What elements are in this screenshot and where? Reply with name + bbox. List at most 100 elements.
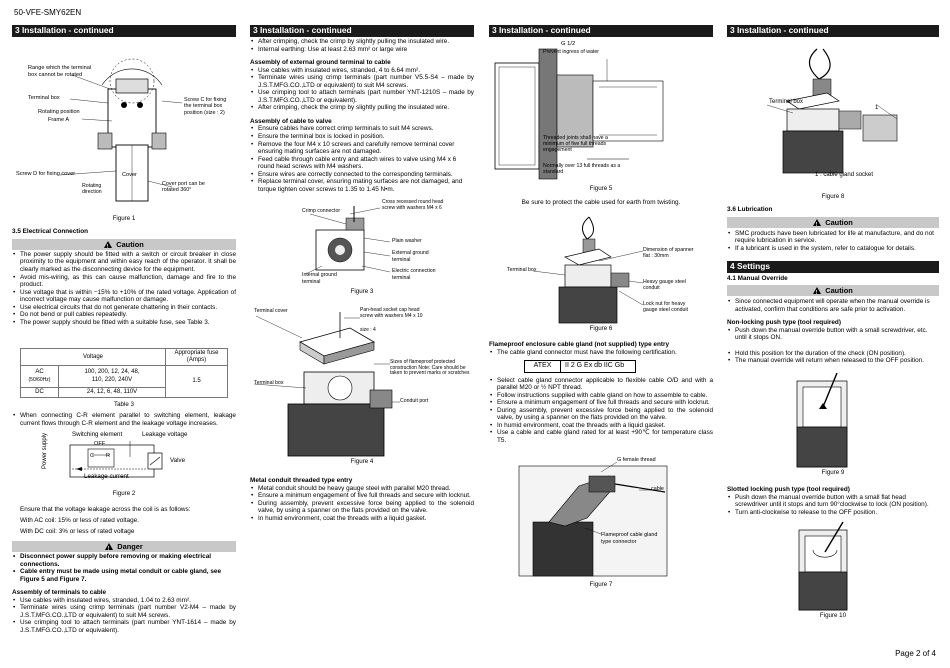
list-item: Do not bend or pull cables repeatedly. xyxy=(12,311,236,319)
figure-5: G 1/2 Prevent ingress of water Threaded … xyxy=(489,41,713,183)
list-item: Use voltage that is within −15% to +10% … xyxy=(12,289,236,304)
list-item: During assembly, prevent excessive force… xyxy=(250,500,474,515)
fig2-label-leakage-current: Leakage current xyxy=(84,473,129,481)
cable-gland-heading: Flameproof enclosure cable gland (not su… xyxy=(489,341,670,349)
fig7-label-cable: cable xyxy=(651,486,664,493)
electrical-connection-heading: 3.5 Electrical Connection xyxy=(12,228,89,236)
figure-2-caption: Figure 2 xyxy=(112,490,136,498)
fig2-label-c: C xyxy=(90,453,95,460)
fig2-label-power: Power supply xyxy=(42,433,48,470)
fig6-label-spanner: Dimension of spanner flat : 30mm xyxy=(643,246,694,259)
table-cell-dc: DC xyxy=(20,386,59,398)
list-item: Use cables with insulated wires, strande… xyxy=(250,67,474,75)
list-item: Use crimping tool to attach terminals (p… xyxy=(12,619,236,634)
fig4-label-conduit-port: Conduit port xyxy=(400,397,429,404)
fig2-label-leakage-voltage: Leakage voltage xyxy=(142,431,188,439)
settings-title: 4 Settings xyxy=(727,260,939,273)
protect-text: Be sure to protect the cable used for ea… xyxy=(521,199,681,207)
fig2-label-off: OFF xyxy=(94,441,106,448)
caution-banner: Caution xyxy=(727,285,939,299)
warning-icon xyxy=(813,218,822,231)
column-3: 3 Installation - continued G 1/2 Prevent… xyxy=(489,25,713,589)
metal-conduit-list: Metal conduit should be heavy gauge stee… xyxy=(250,485,474,523)
fig3-label-elec-conn: Electric connection terminal xyxy=(392,268,436,281)
cable-gland-list: Select cable gland connector applicable … xyxy=(489,377,713,445)
figure-8-caption: Figure 8 xyxy=(821,193,845,200)
fig1-label-cover-port: Cover port can be rotated 360° xyxy=(162,181,205,194)
cable-valve-heading: Assembly of cable to valve xyxy=(250,117,332,125)
cable-gland-socket-drawing xyxy=(766,48,898,174)
fig3-label-int-ground: Internal ground terminal xyxy=(302,272,337,285)
list-item: During assembly, prevent excessive force… xyxy=(489,407,713,422)
list-item: Use a cable and cable gland rated for at… xyxy=(489,429,713,444)
fig3-label-cross: Cross recessed round head screw with was… xyxy=(382,199,444,212)
list-item: Use electrical circuits that do not gene… xyxy=(12,304,236,312)
assembly-terminals-heading: Assembly of terminals to cable xyxy=(12,589,107,597)
fig6-label-heavy: Heavy gauge steel conduit xyxy=(643,278,686,291)
fig3-label-ext-ground: External ground terminal xyxy=(392,250,429,263)
figure-4: Terminal cover Pan-head socket cap head … xyxy=(250,306,474,458)
list-item: Metal conduit should be heavy gauge stee… xyxy=(250,485,474,493)
list-item: The manual override will return when rel… xyxy=(727,357,939,365)
list-item: Replace terminal cover, ensuring mating … xyxy=(250,178,474,193)
table-cell-ac-values: 100, 200, 12, 24, 48, 110, 220, 240V xyxy=(58,365,166,388)
section-title: 3 Installation - continued xyxy=(250,25,474,37)
figure-9-caption: Figure 9 xyxy=(821,468,845,476)
fig5-label-threaded: Threaded joints shall have a minimum of … xyxy=(543,135,608,154)
fig8-label-socket: 1 : cable gland socket xyxy=(815,172,874,178)
list-item: Follow instructions supplied with cable … xyxy=(489,392,713,400)
figure-3: Crimp connector Cross recessed round hea… xyxy=(250,199,474,288)
fig4-label-terminal-cover: Terminal cover xyxy=(254,307,288,314)
slotted-override-drawing xyxy=(798,522,848,611)
ensure-text: Ensure that the voltage leakage across t… xyxy=(20,506,191,514)
list-item: Since connected equipment will operate w… xyxy=(727,298,939,313)
atex-certification-box: ATEX II 2 G Ex db IIC Gb xyxy=(524,360,636,373)
fig8-label-one: 1 xyxy=(875,105,879,111)
list-item: The power supply should be fitted with a… xyxy=(12,251,236,274)
list-item: Push down the manual override button wit… xyxy=(727,494,939,509)
table-cell-ac: AC(50/60Hz) xyxy=(20,365,59,388)
list-item: Turn anti-clockwise to release to the OF… xyxy=(727,509,939,517)
fig4-label-size: size : 4 xyxy=(360,326,376,333)
figure-2: Switching element Leakage voltage OFF C … xyxy=(12,429,236,489)
danger-list: Disconnect power supply before removing … xyxy=(12,553,236,583)
fig2-label-valve: Valve xyxy=(170,457,186,465)
fig1-label-terminal-box: Terminal box xyxy=(28,95,60,101)
figure-7-caption: Figure 7 xyxy=(589,581,613,589)
list-item: Terminate wires using crimp terminals (p… xyxy=(250,74,474,89)
lubrication-list: SMC products have been lubricated for li… xyxy=(727,230,939,253)
list-item: Ensure wires are correctly connected to … xyxy=(250,171,474,179)
slotted-locking-list: Push down the manual override button wit… xyxy=(727,494,939,517)
list-item: Internal earthing: Use at least 2.63 mm²… xyxy=(250,46,474,54)
metal-conduit-heading: Metal conduit threaded type entry xyxy=(250,477,353,485)
fig4-label-terminal-box: Terminal box xyxy=(254,379,284,386)
ac-coil-text: With AC coil: 15% or less of rated volta… xyxy=(20,516,139,524)
figure-1: Range which the terminal box cannot be r… xyxy=(12,41,236,213)
fig1-label-rotating-direction: Rotating direction xyxy=(82,183,102,196)
figure-8: Terminal box 1 1 : cable gland socket xyxy=(727,41,939,179)
list-item: Ensure the terminal box is locked in pos… xyxy=(250,133,474,141)
section-title: 3 Installation - continued xyxy=(727,25,939,37)
fig1-label-screw-d: Screw D for fixing cover xyxy=(16,171,76,177)
terminal-box-drawing xyxy=(59,58,183,202)
fig4-label-pan-head: Pan-head socket cap head screw with wash… xyxy=(360,306,423,319)
non-locking-heading: Non-locking push type (tool required) xyxy=(727,319,841,327)
figure-1-caption: Figure 1 xyxy=(112,215,136,222)
document-code: 50-VFE-SMY62EN xyxy=(14,8,82,17)
column-1: 3 Installation - continued Range which t… xyxy=(12,25,236,635)
list-item: Select cable gland connector applicable … xyxy=(489,377,713,392)
warning-icon xyxy=(813,287,822,299)
warning-icon xyxy=(105,543,114,555)
fig2-label-switching: Switching element xyxy=(72,431,123,439)
fig5-label-prevent: Prevent ingress of water xyxy=(543,49,599,55)
list-item: Hold this position for the duration of t… xyxy=(727,350,939,358)
fig3-label-crimp: Crimp connector xyxy=(302,208,341,215)
figure-6-caption: Figure 6 xyxy=(589,324,613,332)
fig5-label-normally: Normally over 13 full threads as a stand… xyxy=(543,163,621,176)
leakage-circuit-diagram xyxy=(69,441,163,478)
cable-valve-list: Ensure cables have correct crimp termina… xyxy=(250,125,474,193)
manual-override-list: Since connected equipment will operate w… xyxy=(727,298,939,313)
fig2-label-r: R xyxy=(106,453,111,460)
list-item: Avoid mis-wiring, as this can cause malf… xyxy=(12,274,236,289)
cable-gland-cert-list: The cable gland connector must have the … xyxy=(489,349,713,357)
